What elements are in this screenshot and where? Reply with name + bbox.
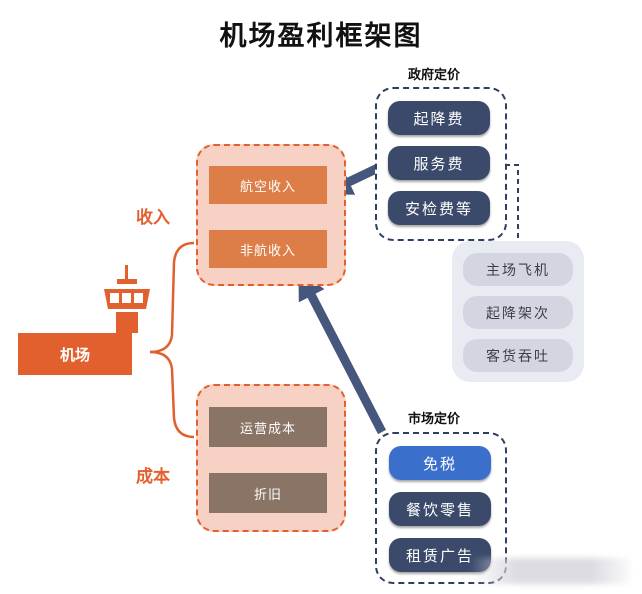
- service-fee-pill: 服务费: [388, 146, 490, 180]
- leasing-advertising-pill: 租赁广告: [389, 538, 491, 572]
- watermark-blur: [470, 558, 630, 584]
- cost-label: 成本: [136, 467, 170, 487]
- brace-connector: [149, 350, 195, 439]
- aviation-revenue-box: 航空收入: [209, 166, 327, 204]
- passenger-cargo-throughput-pill: 客货吞吐: [463, 339, 573, 372]
- depreciation-box: 折旧: [209, 473, 327, 513]
- food-retail-pill: 餐饮零售: [389, 492, 491, 526]
- bracket-connector: [505, 164, 519, 240]
- page-title: 机场盈利框架图: [219, 21, 423, 52]
- brace-connector: [149, 241, 195, 354]
- landing-fee-pill: 起降费: [388, 101, 490, 135]
- market-pricing-label: 市场定价: [408, 412, 461, 427]
- income-label: 收入: [136, 208, 170, 228]
- home-aircraft-pill: 主场飞机: [463, 253, 573, 286]
- non-aviation-revenue-box: 非航收入: [209, 230, 327, 268]
- control-tower-icon: [104, 265, 150, 333]
- arrow-market-to-nonaviation: [298, 270, 386, 435]
- gov-pricing-label: 政府定价: [408, 68, 461, 83]
- operating-cost-box: 运营成本: [209, 407, 327, 447]
- airport-box: 机场: [18, 333, 132, 375]
- security-fee-pill: 安检费等: [388, 191, 490, 225]
- duty-free-pill: 免税: [389, 446, 491, 480]
- flight-movements-pill: 起降架次: [463, 296, 573, 329]
